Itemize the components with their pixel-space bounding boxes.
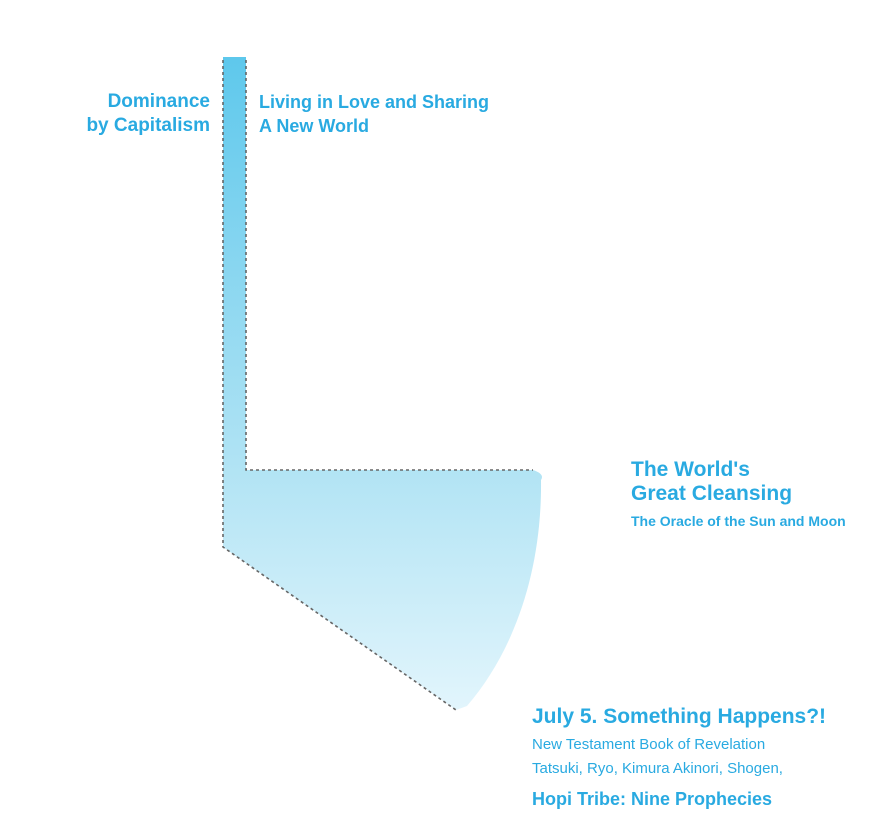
expanding-fan-region	[223, 470, 542, 710]
dominance-line2: by Capitalism	[86, 115, 210, 136]
dotted-cleansing-line	[245, 60, 533, 471]
july-title: July 5. Something Happens?!	[532, 705, 827, 728]
hopi-prophecies: Hopi Tribe: Nine Prophecies	[532, 789, 773, 809]
living-in-love-label: Living in Love and Sharing A New World	[259, 90, 489, 138]
cleansing-title-line2: Great Cleansing	[631, 482, 793, 505]
july-source-revelation: New Testament Book of Revelation	[532, 736, 766, 753]
dotted-dominance-path	[222, 60, 457, 711]
dominance-line1: Dominance	[107, 91, 210, 112]
dominance-by-capitalism-label: Dominance by Capitalism	[86, 90, 210, 138]
july-source-names: Tatsuki, Ryo, Kimura Akinori, Shogen,	[532, 760, 783, 777]
cleansing-title-line1: The World's	[631, 458, 750, 481]
vertical-path-band	[223, 57, 246, 470]
living-line2: A New World	[259, 116, 370, 136]
cleansing-subtitle: The Oracle of the Sun and Moon	[631, 513, 846, 529]
july-5-label: July 5. Something Happens?! New Testamen…	[532, 704, 826, 810]
great-cleansing-label: The World's Great Cleansing The Oracle o…	[631, 458, 846, 530]
living-line1: Living in Love and Sharing	[259, 92, 490, 112]
